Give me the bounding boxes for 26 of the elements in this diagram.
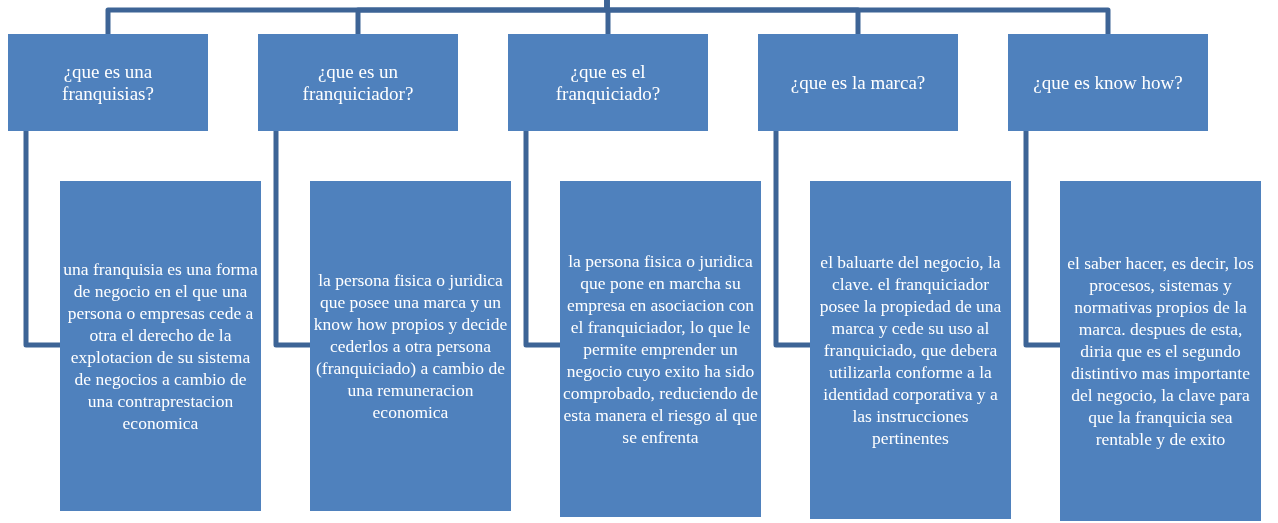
- connector-line: [1023, 131, 1060, 348]
- answer-text: la persona fisica o juridica que posee una marca y un know how propios y decide cederlos a otra persona (franquiciado) a cambio de una remuneracion economica: [312, 269, 509, 423]
- connector-line: [523, 131, 560, 348]
- answer-text: el saber hacer, es decir, los procesos, sistemas y normativas propios de la marca. despues de esta, diria que es el segundo distintivo mas importante del negocio, la clave para que la franquicia sea rentable y de exito: [1066, 252, 1255, 450]
- answer-box: [1060, 181, 1261, 521]
- connector-line: [773, 131, 810, 348]
- answer-text: el baluarte del negocio, la clave. el franquiciador posee la propiedad de una marca y cede su uso al franquiciado, que debera utilizarla conforme a la identidad corporativa y a las instrucciones pertinentes: [818, 251, 1003, 449]
- answer-box: [810, 181, 1011, 519]
- connector-line: [604, 0, 1111, 34]
- answer-box: [60, 181, 261, 511]
- answer-text: la persona fisica o juridica que pone en marcha su empresa en asociacion con el franquiciador, lo que le permite emprender un negocio cuyo exito ha sido comprobado, reduciendo de esta manera el riesgo al que se enfrenta: [562, 250, 759, 448]
- question-box: [1008, 34, 1208, 131]
- connector-line: [273, 131, 310, 348]
- question-text: ¿que es know how?: [1033, 71, 1183, 94]
- answer-box: [310, 181, 511, 511]
- answer-box: [560, 181, 761, 517]
- question-box: [758, 34, 958, 131]
- question-text: ¿que es un franquiciador?: [301, 60, 415, 105]
- question-text: ¿que es la marca?: [790, 71, 926, 94]
- answer-text: una franquisia es una forma de negocio en el que una persona o empresas cede a otra el derecho de la explotacion de su sistema de negocios a cambio de una contraprestacion economica: [62, 258, 259, 434]
- connector-line: [23, 131, 60, 348]
- question-text: ¿que es el franquiciado?: [554, 60, 662, 105]
- question-box: [8, 34, 208, 131]
- question-box: [508, 34, 708, 131]
- question-box: [258, 34, 458, 131]
- question-text: ¿que es una franquisias?: [61, 60, 155, 105]
